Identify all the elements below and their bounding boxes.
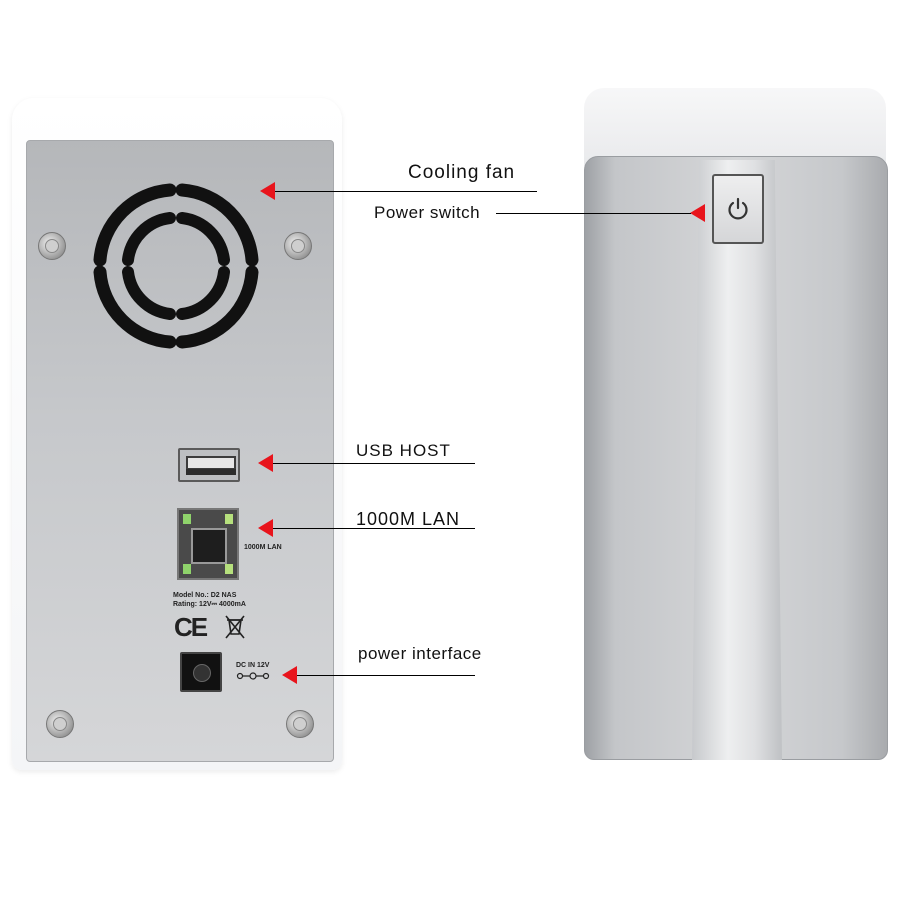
red-arrow-icon <box>258 519 273 537</box>
fan-grille-icon <box>93 183 259 349</box>
usb-host-label: USB HOST <box>356 441 451 460</box>
nas-front-ridge <box>692 160 782 760</box>
callout-line <box>273 463 475 464</box>
screw-icon <box>46 710 74 738</box>
lan-led <box>225 514 233 524</box>
red-arrow-icon <box>260 182 275 200</box>
nas-front-top <box>584 88 886 166</box>
lan-led <box>183 564 191 574</box>
lan-label: 1000M LAN <box>356 509 461 529</box>
dc-in-label: DC IN 12V <box>236 662 270 669</box>
screw-icon <box>286 710 314 738</box>
lan-port-label: 1000M LAN <box>244 544 282 551</box>
weee-bin-icon <box>225 615 245 639</box>
power-button[interactable] <box>712 174 764 244</box>
callout-line <box>496 213 691 214</box>
rating-text: Rating: 12V⎓ 4000mA <box>173 601 246 608</box>
red-arrow-icon <box>282 666 297 684</box>
ce-mark: CE <box>174 612 208 642</box>
lan-port[interactable] <box>177 508 239 580</box>
dc-polarity-icon <box>236 672 270 680</box>
lan-led <box>225 564 233 574</box>
model-number-text: Model No.: D2 NAS <box>173 592 237 599</box>
dc-power-jack[interactable] <box>180 652 222 692</box>
screw-icon <box>284 232 312 260</box>
red-arrow-icon <box>690 204 705 222</box>
callout-line <box>273 528 475 529</box>
callout-line <box>275 191 537 192</box>
power-icon <box>728 197 748 220</box>
screw-icon <box>38 232 66 260</box>
cooling-fan-label: Cooling fan <box>408 162 516 183</box>
red-arrow-icon <box>258 454 273 472</box>
power-interface-label: power interface <box>358 644 482 663</box>
lan-led <box>183 514 191 524</box>
power-switch-label: Power switch <box>374 203 481 222</box>
usb-host-port[interactable] <box>178 448 240 482</box>
lan-jack <box>191 528 227 564</box>
callout-line <box>297 675 475 676</box>
